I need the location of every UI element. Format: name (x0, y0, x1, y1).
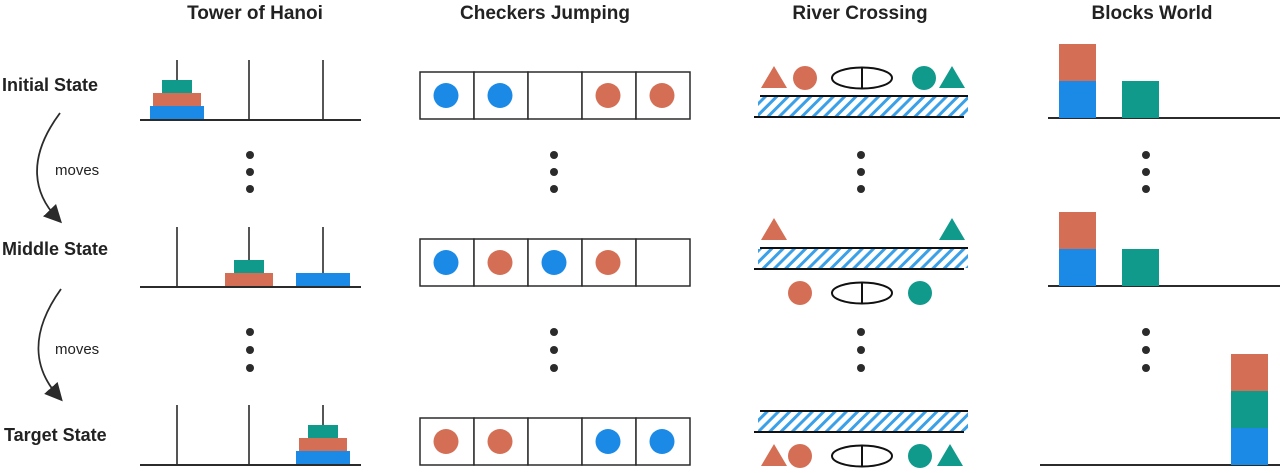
teal-triangle-icon (937, 444, 963, 466)
transition-label-2: moves (55, 341, 99, 358)
block-teal (1122, 249, 1159, 286)
ellipsis-dot (857, 346, 865, 354)
column-title-blocks: Blocks World (1091, 3, 1212, 24)
hanoi-disk-small (234, 260, 264, 273)
checker-blue (541, 250, 567, 275)
checkers-target-cell-3 (527, 417, 583, 466)
ellipsis-dot (246, 151, 254, 159)
ellipsis-dot (857, 151, 865, 159)
checkers-middle-cell-5 (635, 238, 691, 287)
teal-triangle-icon (939, 218, 965, 240)
checker-orange (487, 429, 513, 454)
ellipsis-dot (246, 346, 254, 354)
ellipsis-dot (550, 364, 558, 372)
checker-blue (433, 83, 459, 108)
ellipsis-dot (246, 328, 254, 336)
ellipsis-dot (857, 328, 865, 336)
block-teal (1122, 81, 1159, 118)
checker-blue (433, 250, 459, 275)
checker-blue (487, 83, 513, 108)
checker-orange (433, 429, 459, 454)
ellipsis-dot (246, 168, 254, 176)
river-water-initial (758, 97, 968, 116)
block-orange (1059, 212, 1096, 249)
orange-circle-icon (788, 444, 812, 468)
ellipsis-dot (550, 185, 558, 193)
block-blue (1231, 428, 1268, 465)
column-title-hanoi: Tower of Hanoi (187, 3, 323, 24)
ellipsis-dot (550, 168, 558, 176)
teal-circle-icon (908, 444, 932, 468)
row-label-target: Target State (4, 425, 107, 445)
ellipsis-dot (857, 168, 865, 176)
checker-orange (595, 83, 621, 108)
column-title-checkers: Checkers Jumping (460, 3, 630, 24)
hanoi-disk-small (308, 425, 338, 438)
orange-triangle-icon (761, 66, 787, 88)
checker-blue (649, 429, 675, 454)
ellipsis-dot (1142, 346, 1150, 354)
hanoi-disk-medium (225, 273, 273, 286)
ellipsis-dot (857, 364, 865, 372)
row-label-middle: Middle State (2, 239, 108, 259)
ellipsis-dot (1142, 185, 1150, 193)
ellipsis-dot (246, 185, 254, 193)
ellipsis-dot (1142, 364, 1150, 372)
block-blue (1059, 249, 1096, 286)
hanoi-disk-large (150, 106, 204, 119)
river-water-middle (758, 249, 968, 268)
ellipsis-dot (1142, 328, 1150, 336)
hanoi-disk-medium (299, 438, 347, 451)
block-teal (1231, 391, 1268, 428)
transition-arrow-1 (36, 112, 62, 224)
ellipsis-dot (550, 328, 558, 336)
block-orange (1059, 44, 1096, 81)
ellipsis-dot (857, 185, 865, 193)
hanoi-disk-large (296, 451, 350, 464)
teal-circle-icon (912, 66, 936, 90)
transition-arrow-2 (37, 288, 63, 402)
ellipsis-dot (1142, 151, 1150, 159)
row-label-initial: Initial State (2, 75, 98, 95)
orange-circle-icon (793, 66, 817, 90)
checkers-initial-cell-3 (527, 71, 583, 120)
block-blue (1059, 81, 1096, 118)
block-orange (1231, 354, 1268, 391)
ellipsis-dot (550, 151, 558, 159)
checker-blue (595, 429, 621, 454)
teal-triangle-icon (939, 66, 965, 88)
orange-triangle-icon (761, 218, 787, 240)
checker-orange (649, 83, 675, 108)
ellipsis-dot (550, 346, 558, 354)
checker-orange (487, 250, 513, 275)
orange-circle-icon (788, 281, 812, 305)
hanoi-disk-large (296, 273, 350, 286)
column-title-river: River Crossing (792, 3, 927, 24)
checker-orange (595, 250, 621, 275)
orange-triangle-icon (761, 444, 787, 466)
ellipsis-dot (1142, 168, 1150, 176)
hanoi-disk-medium (153, 93, 201, 106)
ellipsis-dot (246, 364, 254, 372)
river-water-target (758, 412, 968, 431)
hanoi-disk-small (162, 80, 192, 93)
teal-circle-icon (908, 281, 932, 305)
transition-label-1: moves (55, 162, 99, 179)
